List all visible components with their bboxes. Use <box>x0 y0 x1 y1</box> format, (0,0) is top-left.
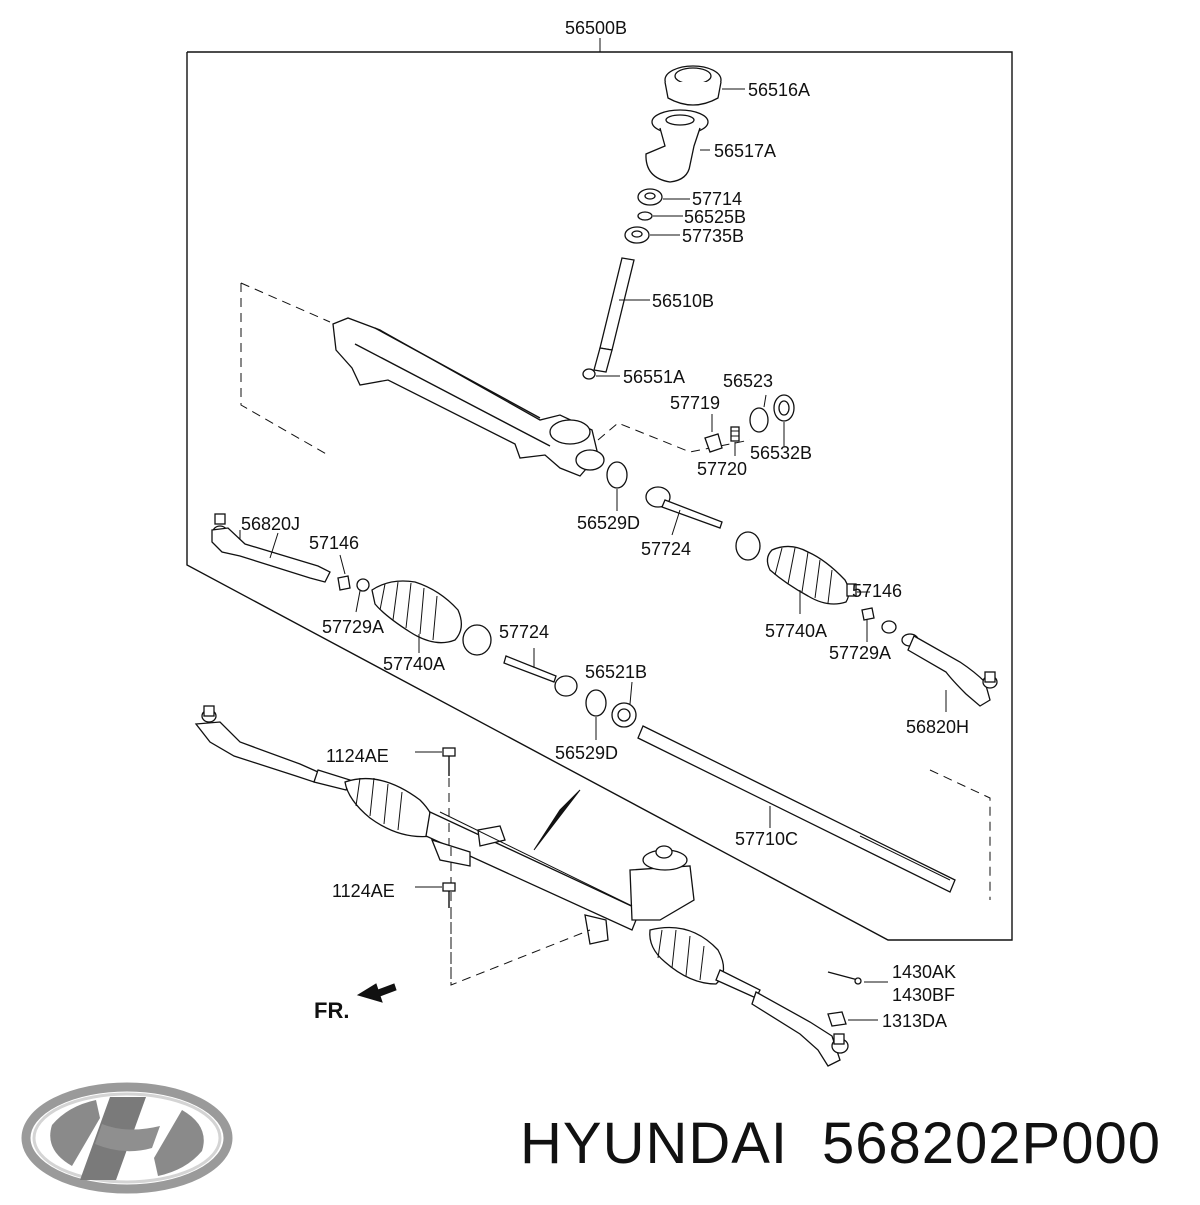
label-56551A[interactable]: 56551A <box>623 367 685 387</box>
assembly-frame <box>186 38 1013 941</box>
front-marker: FR. <box>314 998 349 1023</box>
label-1430BF[interactable]: 1430BF <box>892 985 955 1005</box>
cotter-pin-1430AK <box>827 971 888 985</box>
bushing-56521B <box>611 681 637 728</box>
clamp-57724-left <box>462 624 492 656</box>
label-56532B[interactable]: 56532B <box>750 443 812 463</box>
label-57146-left[interactable]: 57146 <box>309 533 359 553</box>
label-57729A-right[interactable]: 57729A <box>829 643 891 663</box>
bearing-57735B <box>624 226 680 244</box>
yoke-nut-56532B <box>773 394 795 446</box>
seal-56523 <box>749 394 769 433</box>
label-57729A-left[interactable]: 57729A <box>322 617 384 637</box>
spring-57720 <box>730 426 740 456</box>
label-56820J[interactable]: 56820J <box>241 514 300 534</box>
rack-57710C <box>637 725 991 900</box>
label-56510B[interactable]: 56510B <box>652 291 714 311</box>
nut-right-small <box>881 620 897 634</box>
inner-ball-joint-57724-mid <box>503 648 578 697</box>
label-57714[interactable]: 57714 <box>692 189 742 209</box>
label-57724-mid[interactable]: 57724 <box>499 622 549 642</box>
boot-57740A-right <box>766 545 850 614</box>
label-56529D-top[interactable]: 56529D <box>577 513 640 533</box>
nut-57729A-right <box>861 607 875 642</box>
brand-name: HYUNDAI <box>520 1111 788 1176</box>
part-labels: 56500B 56516A 56517A 57714 56525B 57735B… <box>241 18 969 1031</box>
label-56820H[interactable]: 56820H <box>906 717 969 737</box>
tie-rod-end-56820H <box>901 633 998 712</box>
plug-57719 <box>704 414 723 453</box>
label-56517A[interactable]: 56517A <box>714 141 776 161</box>
assembly-label: 56500B <box>565 18 627 38</box>
pinion-shaft-56510B <box>593 257 650 373</box>
boot-57740A-left <box>371 580 462 653</box>
bolt-1124AE-top <box>415 747 456 846</box>
boot-56517A <box>645 109 710 183</box>
label-57724-top[interactable]: 57724 <box>641 539 691 559</box>
direction-arrow <box>533 789 581 851</box>
label-56525B[interactable]: 56525B <box>684 207 746 227</box>
bolt-1124AE-bottom <box>415 882 456 980</box>
label-56521B[interactable]: 56521B <box>585 662 647 682</box>
label-57740A-left[interactable]: 57740A <box>383 654 445 674</box>
o-ring-56529D-top <box>606 461 628 511</box>
label-57720[interactable]: 57720 <box>697 459 747 479</box>
castle-nut-1313DA <box>827 1011 878 1027</box>
label-57719[interactable]: 57719 <box>670 393 720 413</box>
dust-cover-56516A <box>664 65 745 106</box>
label-1313DA[interactable]: 1313DA <box>882 1011 947 1031</box>
label-57710C[interactable]: 57710C <box>735 829 798 849</box>
o-ring-56529D-bottom <box>585 689 607 740</box>
label-56523[interactable]: 56523 <box>723 371 773 391</box>
clamp-right-upper <box>735 531 761 561</box>
label-56529D-bottom[interactable]: 56529D <box>555 743 618 763</box>
assembled-steering-gear <box>194 705 849 1067</box>
label-57146-right[interactable]: 57146 <box>852 581 902 601</box>
snap-ring-56525B <box>637 211 683 221</box>
label-57735B[interactable]: 57735B <box>682 226 744 246</box>
tie-rod-end-56820J <box>211 513 331 583</box>
nut-57146-left <box>337 554 351 591</box>
nut-57729A-left <box>355 578 370 613</box>
front-arrow-icon <box>356 983 397 1003</box>
label-56516A[interactable]: 56516A <box>748 80 810 100</box>
hyundai-logo <box>21 1082 233 1194</box>
label-1124AE-bottom[interactable]: 1124AE <box>332 881 395 901</box>
inner-ball-joint-57724-top <box>645 486 723 536</box>
label-57740A-right[interactable]: 57740A <box>765 621 827 641</box>
label-1124AE-top[interactable]: 1124AE <box>326 746 389 766</box>
gear-housing <box>240 282 751 477</box>
part-number: 568202P000 <box>822 1111 1161 1176</box>
bearing-56551A <box>582 368 620 380</box>
clip-57146-right <box>846 583 870 597</box>
seal-57714 <box>637 188 690 206</box>
label-1430AK[interactable]: 1430AK <box>892 962 956 982</box>
